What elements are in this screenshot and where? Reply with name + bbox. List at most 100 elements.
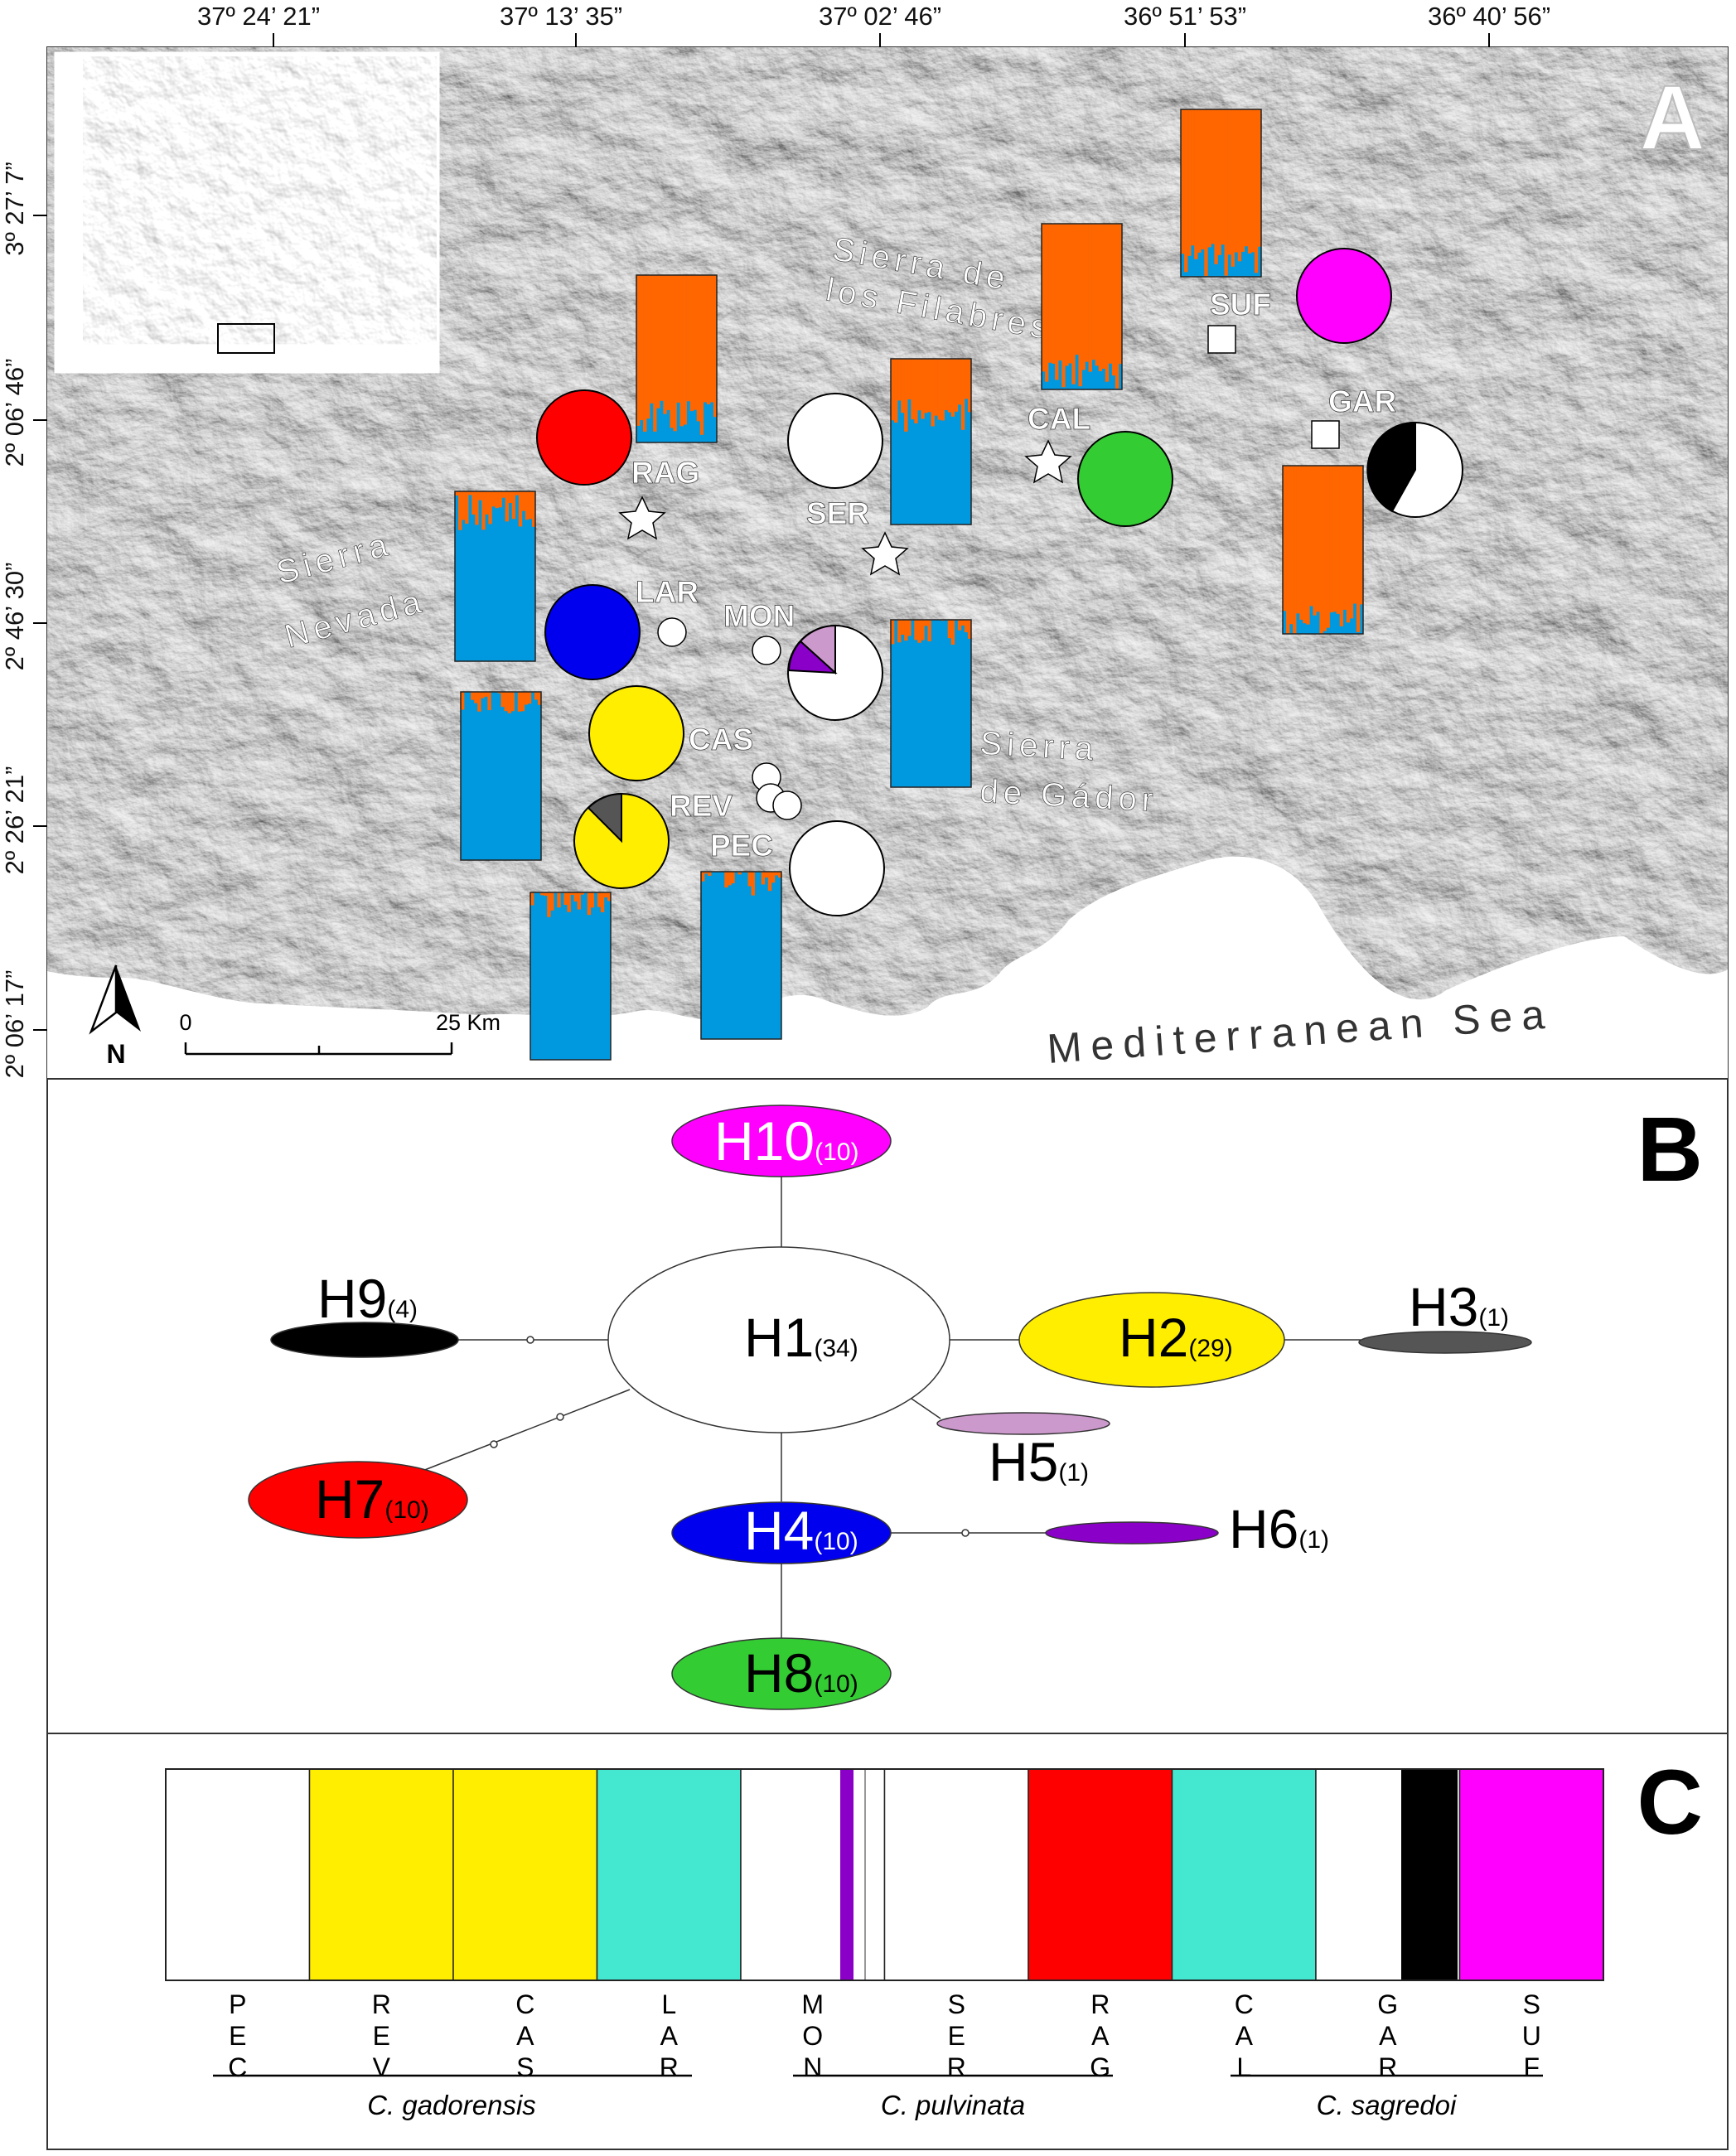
top-coord-1: 37º 24’ 21” — [197, 2, 320, 31]
species-pulvinata: C. pulvinata — [881, 2090, 1025, 2120]
haplotype-node-h5 — [936, 1412, 1110, 1435]
inset-locator-box — [217, 323, 275, 354]
site-label-cas: CAS — [689, 723, 753, 757]
structure-bar — [460, 691, 542, 861]
site-marker-lar — [657, 617, 687, 647]
site-label-rag: RAG — [631, 456, 699, 490]
pie-cal — [1077, 431, 1173, 527]
structure-bar — [1282, 465, 1364, 635]
haplotype-labels: H10(10) H1(34) H2(29) H3(1) H9(4) H5(1) … — [315, 1110, 1509, 1704]
pie-mon — [787, 624, 883, 721]
site-marker-suf — [1207, 325, 1236, 354]
bar-segment — [1028, 1768, 1173, 1981]
site-marker-rev2 — [772, 790, 802, 820]
site-label-gar: GAR — [1328, 384, 1396, 418]
site-labels: RAG SER CAL SUF GAR LAR MON CAS REV PEC — [631, 288, 1397, 863]
top-coord-3: 37º 02’ 46” — [819, 2, 941, 31]
bar-segment-h6 — [840, 1769, 853, 1980]
pie-gar — [1366, 421, 1463, 518]
left-coordinate-labels: 3º 27’ 7” 2º 06’ 46” 2º 46’ 30” 2º 26’ 2… — [0, 162, 29, 1078]
pie-suf — [1296, 248, 1392, 344]
pie-pec — [789, 820, 885, 916]
bar-segment-h9 — [1401, 1769, 1458, 1980]
left-ticks — [33, 215, 47, 1031]
panel-a-label: A — [1640, 67, 1705, 169]
structure-bar — [890, 619, 972, 788]
panel-c-label: C — [1637, 1752, 1703, 1854]
haplotype-node-h1 — [607, 1246, 950, 1433]
haplotype-node-h9 — [270, 1322, 459, 1358]
bar-segment — [308, 1768, 454, 1981]
structure-bar — [1041, 223, 1123, 390]
left-coord-4: 2º 26’ 21” — [0, 766, 29, 875]
haplotype-label-h2: H2(29) — [1119, 1307, 1233, 1368]
map-pies — [536, 248, 1463, 916]
haplotype-label-h6: H6(1) — [1229, 1498, 1329, 1559]
haplotype-node-h10 — [671, 1105, 892, 1177]
haplotype-label-h8: H8(10) — [744, 1642, 858, 1704]
region-gador-1: Sierra — [979, 725, 1100, 767]
site-marker-gar — [1311, 420, 1340, 449]
haplotype-node-h8 — [671, 1637, 892, 1710]
left-coord-5: 2º 06’ 17” — [0, 970, 29, 1079]
median-vector — [490, 1440, 498, 1448]
haplotype-label-h7: H7(10) — [315, 1468, 429, 1530]
panel-b-label: B — [1637, 1099, 1703, 1201]
species-labels: C. gadorensis C. pulvinata C. sagredoi — [367, 2090, 1458, 2120]
site-marker-ser — [861, 531, 909, 576]
bar-segment — [452, 1768, 598, 1981]
site-label-ser: SER — [806, 496, 869, 530]
structure-bar — [530, 892, 612, 1061]
haplotype-label-h10: H10(10) — [714, 1110, 858, 1172]
median-vector — [556, 1413, 564, 1421]
haplotype-label-h5: H5(1) — [989, 1431, 1089, 1492]
haplotype-label-h4: H4(10) — [744, 1500, 858, 1561]
site-label-lar: LAR — [636, 575, 699, 609]
north-label: N — [106, 1039, 125, 1069]
site-label-suf: SUF — [1210, 288, 1271, 321]
haplotype-node-h6 — [1045, 1521, 1219, 1544]
top-ticks — [273, 33, 1490, 47]
structure-bar — [636, 274, 718, 443]
network-nodes — [248, 1105, 1532, 1710]
pie-rag — [536, 389, 632, 486]
network-links — [422, 1177, 1361, 1638]
haplotype-label-h9: H9(4) — [317, 1268, 418, 1329]
haplotype-label-h3: H3(1) — [1409, 1276, 1509, 1337]
haplotype-node-h4 — [671, 1501, 892, 1564]
pie-cas — [588, 685, 684, 781]
median-vector — [961, 1529, 970, 1537]
pie-lar — [544, 584, 641, 680]
scale-bar: 0 25 Km — [179, 1010, 500, 1056]
pie-ser — [787, 393, 883, 489]
structure-bar — [1180, 109, 1262, 278]
top-coordinate-labels: 37º 24’ 21” 37º 13’ 35” 37º 02’ 46” 36º … — [197, 2, 1550, 31]
haplotype-node-h2 — [1018, 1292, 1285, 1388]
structure-bar — [890, 358, 972, 525]
bar-segment — [883, 1768, 1029, 1981]
bar-segment — [596, 1768, 742, 1981]
haplotype-node-h7 — [248, 1461, 468, 1539]
site-marker-cal — [1024, 439, 1072, 484]
left-coord-1: 3º 27’ 7” — [0, 162, 29, 256]
structure-bar — [700, 871, 782, 1040]
median-vector — [526, 1336, 534, 1344]
north-arrow: N — [89, 964, 141, 1069]
iberia-inset — [54, 51, 440, 374]
site-marker-rag — [618, 495, 666, 540]
site-label-cal: CAL — [1028, 402, 1090, 436]
bar-segment — [1171, 1768, 1317, 1981]
pie-rev — [573, 792, 670, 889]
species-gadorensis: C. gadorensis — [367, 2090, 536, 2120]
scale-start: 0 — [179, 1010, 191, 1035]
structure-bars — [454, 109, 1364, 1061]
site-label-mon: MON — [723, 599, 795, 633]
structure-bar — [454, 491, 536, 662]
